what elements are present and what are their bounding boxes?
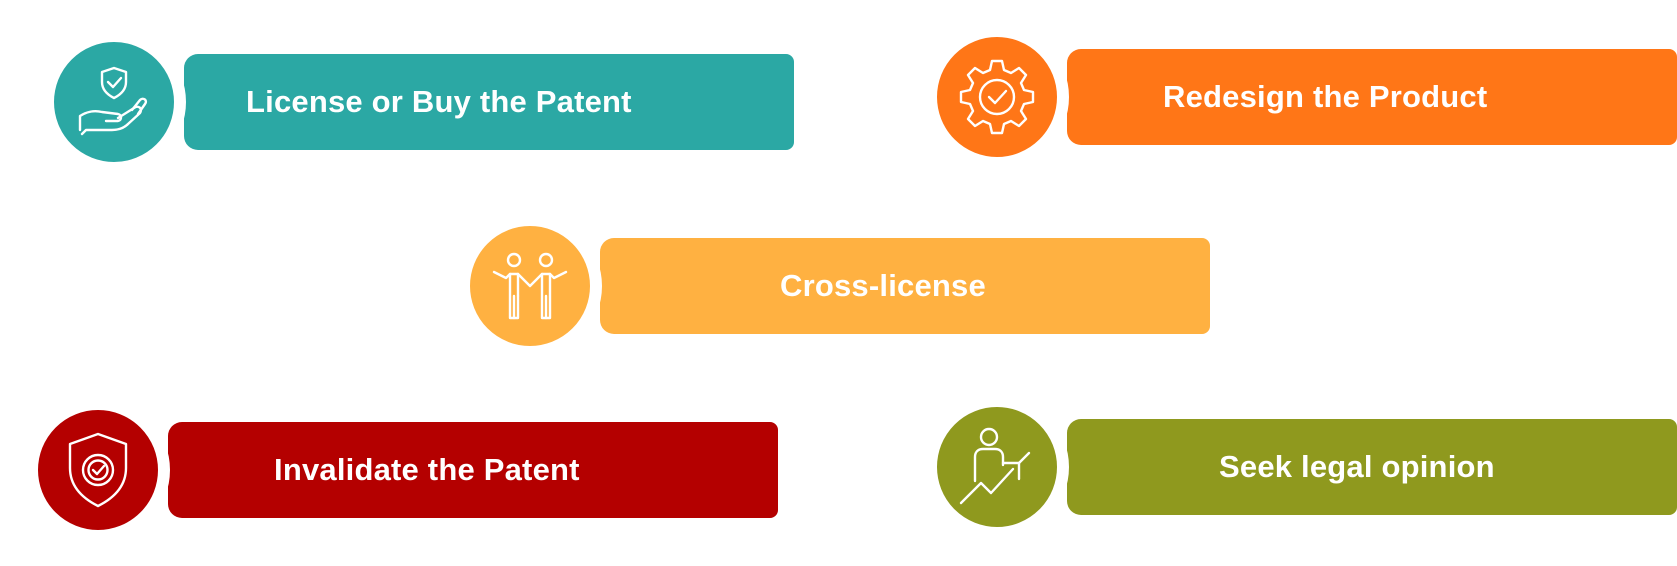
hand-shield-icon [78, 66, 148, 136]
option-redesign-product: Redesign the Product [925, 25, 1677, 169]
option-invalidate-patent: Invalidate the Patent [26, 398, 778, 542]
option-icon-circle [26, 398, 170, 542]
option-label: Redesign the Product [1163, 79, 1488, 114]
shield-check-icon [68, 432, 128, 508]
option-bar: Cross-license [600, 238, 1210, 334]
option-bar: Seek legal opinion [1067, 419, 1677, 515]
option-label: Invalidate the Patent [274, 452, 580, 487]
gear-check-icon [959, 59, 1035, 135]
option-icon-circle [458, 214, 602, 358]
option-license-or-buy: License or Buy the Patent [42, 30, 794, 174]
option-bar: Redesign the Product [1067, 49, 1677, 145]
person-growth-icon [959, 427, 1031, 505]
option-seek-legal-opinion: Seek legal opinion [925, 395, 1677, 539]
option-icon-circle [42, 30, 186, 174]
option-label: Cross-license [780, 268, 986, 303]
option-label: Seek legal opinion [1219, 449, 1495, 484]
option-icon-circle [925, 25, 1069, 169]
option-bar: License or Buy the Patent [184, 54, 794, 150]
option-icon-circle [925, 395, 1069, 539]
option-label: License or Buy the Patent [246, 84, 632, 119]
option-cross-license: Cross-license [458, 214, 1210, 358]
two-people-icon [492, 252, 568, 320]
option-bar: Invalidate the Patent [168, 422, 778, 518]
